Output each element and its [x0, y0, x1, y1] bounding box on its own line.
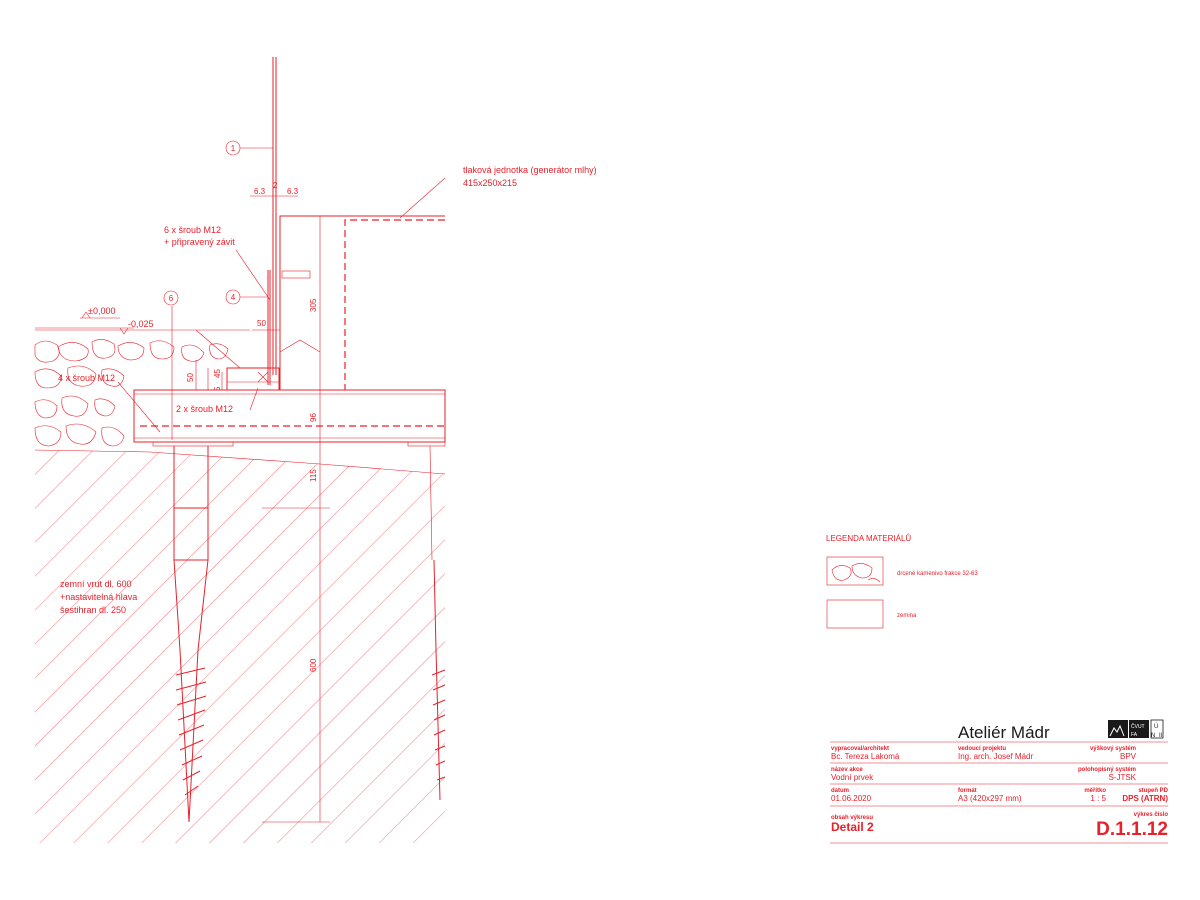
dim-45: 45 — [213, 369, 222, 378]
pile-label-2: +nastavitelná hlava — [60, 592, 137, 602]
project-label: název akce — [831, 767, 863, 773]
screws6-label-1: 6 x šroub M12 — [164, 225, 221, 235]
ground-screw — [173, 446, 209, 823]
format-value: A3 (420x297 mm) — [958, 794, 1022, 803]
vertical-panel — [267, 57, 311, 385]
title-block: Ateliér Mádr ČVUT FA Ú N II vypracoval/a… — [830, 719, 1169, 844]
scale-label: měřítko — [1084, 788, 1106, 794]
leader-lines — [117, 147, 446, 440]
generator-label-1: tlaková jednotka (generátor mlhy) — [463, 165, 597, 175]
svg-text:6: 6 — [169, 294, 174, 303]
concrete-slab — [133, 389, 446, 447]
legend-gravel-label: drcené kamenivo frakce 32-63 — [897, 571, 978, 577]
architect-label: vypracoval/architekt — [831, 746, 889, 752]
position-system-label: polohopisný systém — [1078, 767, 1136, 773]
legend: LEGENDA MATERIÁLŮ drcené kamenivo frakce… — [826, 534, 978, 629]
faculty-logo: ČVUT FA Ú N II — [1108, 719, 1164, 739]
svg-text:Ú: Ú — [1154, 723, 1158, 730]
svg-text:II: II — [1159, 733, 1163, 739]
svg-text:ČVUT: ČVUT — [1131, 723, 1145, 730]
legend-soil-label: zemina — [897, 613, 917, 619]
drawing-no-value: D.1.1.12 — [1096, 819, 1168, 840]
svg-text:4: 4 — [231, 293, 236, 302]
steel-bracket — [195, 329, 280, 391]
date-label: datum — [831, 788, 849, 794]
content-label: obsah výkresu — [831, 815, 873, 821]
dim-6-3-left: 6.3 — [254, 187, 266, 196]
gravel-layer — [34, 329, 250, 447]
marker-1: 1 — [225, 140, 241, 156]
drawing-no-label: výkres číslo — [1134, 812, 1169, 818]
screws2-label: 2 x šroub M12 — [176, 404, 233, 414]
generator-label-2: 415x250x215 — [463, 178, 517, 188]
dim-2: 2 — [273, 181, 278, 190]
lead-label: vedoucí projektu — [958, 746, 1006, 752]
dim-600: 600 — [309, 658, 318, 672]
content-value: Detail 2 — [831, 820, 874, 834]
dim-305: 305 — [309, 298, 318, 312]
ground-screw-right — [429, 445, 446, 801]
project-value: Vodní prvek — [831, 773, 874, 782]
dim-115: 115 — [309, 469, 318, 482]
scale-value: 1 : 5 — [1090, 794, 1106, 803]
dim-50-horizontal: 50 — [257, 319, 266, 328]
soil-hatch — [34, 449, 446, 843]
stage-value: DPS (ATRN) — [1122, 794, 1168, 803]
dim-96: 96 — [309, 413, 318, 422]
svg-text:N: N — [1151, 733, 1155, 739]
svg-text:FA: FA — [1131, 732, 1138, 738]
studio-name: Ateliér Mádr — [958, 723, 1050, 742]
dim-50-vertical: 50 — [186, 373, 195, 382]
dimension-lines — [35, 195, 330, 823]
generator-unit — [279, 215, 445, 390]
legend-gravel-swatch — [826, 556, 884, 586]
screws4-label: 4 x šroub M12 — [58, 373, 115, 383]
legend-soil-swatch — [826, 599, 884, 629]
level-minus-label: -0,025 — [128, 319, 154, 329]
format-label: formát — [958, 788, 977, 794]
pile-label-3: šestihran dl. 250 — [60, 605, 126, 615]
level-zero-label: ±0,000 — [88, 306, 115, 316]
legend-title: LEGENDA MATERIÁLŮ — [826, 534, 911, 543]
height-system-label: výškový systém — [1090, 746, 1136, 752]
pile-label-1: zemní vrut dl. 600 — [60, 579, 132, 589]
dim-5: 5 — [213, 386, 222, 391]
screws6-label-2: + připravený závit — [164, 237, 235, 247]
position-system-value: S-JTSK — [1108, 773, 1136, 782]
svg-text:1: 1 — [231, 144, 236, 153]
lead-value: Ing. arch. Josef Mádr — [958, 752, 1033, 761]
height-system-value: BPV — [1120, 752, 1137, 761]
stage-label: stupeň PD — [1138, 788, 1168, 794]
marker-6: 6 — [163, 290, 179, 306]
date-value: 01.06.2020 — [831, 794, 872, 803]
dim-6-3-right: 6.3 — [287, 187, 299, 196]
marker-4: 4 — [225, 289, 241, 305]
architect-value: Bc. Tereza Lakomá — [831, 752, 900, 761]
